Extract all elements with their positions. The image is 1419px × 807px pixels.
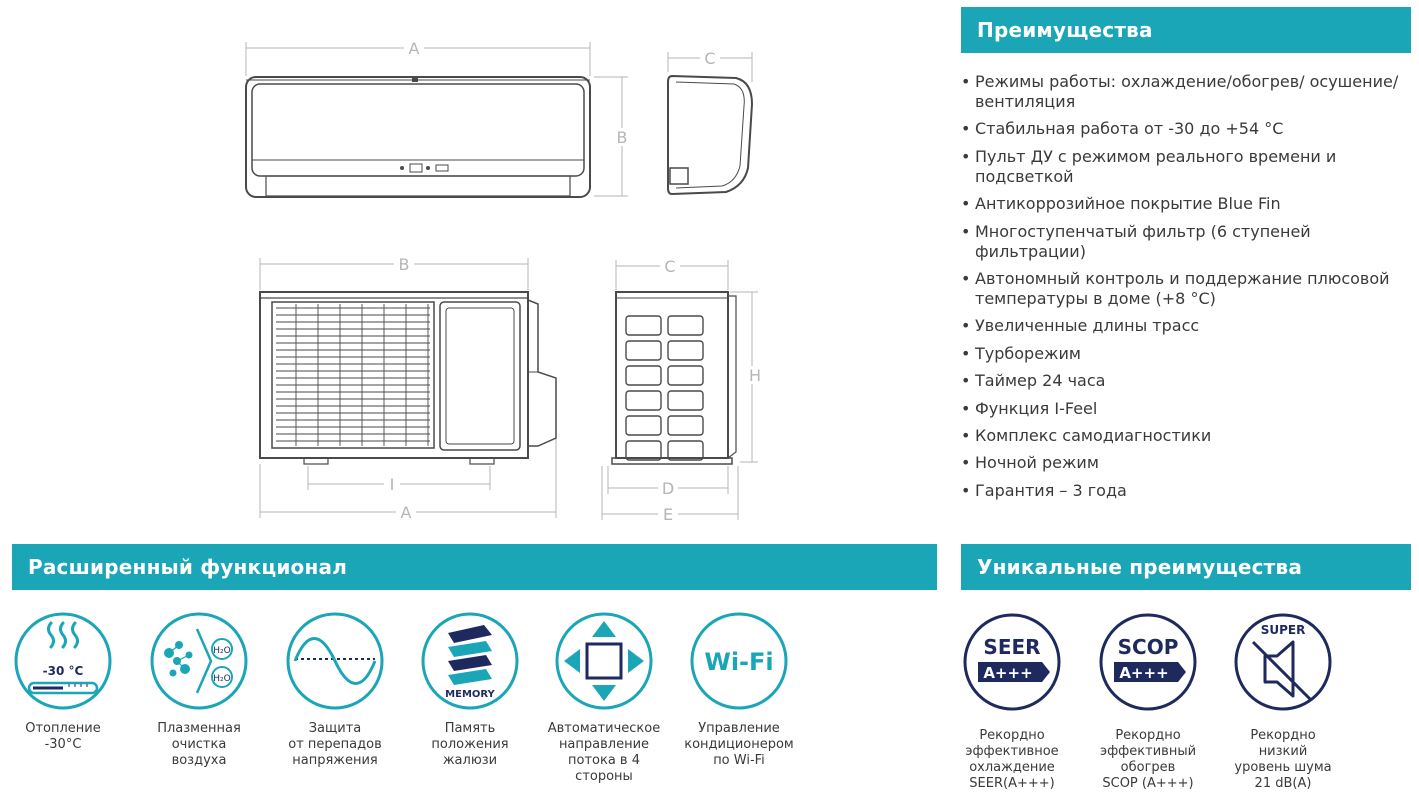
feature-caption: Память положения жалюзи xyxy=(431,721,509,768)
wifi-icon-text: Wi-Fi xyxy=(704,648,773,676)
feature-caption: Управление кондиционером по Wi-Fi xyxy=(684,721,794,768)
features-banner: Расширенный функционал xyxy=(12,544,937,590)
dimension-drawings: A B C B I A C H D E xyxy=(245,39,762,524)
advantages-list: Режимы работы: охлаждение/обогрев/ осуше… xyxy=(961,72,1416,508)
advantage-item: Многоступенчатый фильтр (6 ступеней филь… xyxy=(961,222,1416,262)
dim-label-a-indoor: A xyxy=(409,39,420,58)
feature-plasma: H₂O H₂O Плазменная очистка воздуха xyxy=(134,611,264,769)
feature-caption: Защита от перепадов напряжения xyxy=(288,721,382,768)
super-silent-icon: SUPER xyxy=(1234,613,1332,711)
seer-icon-sub: A+++ xyxy=(983,664,1032,682)
airflow-4way-icon xyxy=(555,612,653,710)
scop-icon: SCOP A+++ xyxy=(1099,613,1197,711)
unique-banner: Уникальные преимущества xyxy=(961,544,1411,590)
dim-label-i-outdoor: I xyxy=(390,475,395,494)
dim-label-e-outdoor: E xyxy=(663,505,673,524)
super-icon-text: SUPER xyxy=(1261,623,1306,637)
plasma-icon-text-1: H₂O xyxy=(213,646,230,656)
unique-caption: Рекордно эффективный обогрев SCOP (A+++) xyxy=(1099,728,1197,791)
feature-memory: MEMORY Память положения жалюзи xyxy=(405,611,535,769)
dim-label-d-outdoor: D xyxy=(662,479,674,498)
advantage-item: Режимы работы: охлаждение/обогрев/ осуше… xyxy=(961,72,1416,112)
advantage-item: Пульт ДУ с режимом реального времени и п… xyxy=(961,147,1416,187)
unique-scop: SCOP A+++ Рекордно эффективный обогрев S… xyxy=(1083,612,1213,792)
outdoor-unit-side xyxy=(611,291,737,465)
dim-label-c-outdoor: C xyxy=(664,257,675,276)
dim-label-h-outdoor: H xyxy=(749,366,761,385)
feature-heating: -30 °C Отопление -30°C xyxy=(0,611,128,753)
unique-seer: SEER A+++ Рекордно эффективное охлаждени… xyxy=(947,612,1077,792)
indoor-unit-front xyxy=(245,76,591,198)
feature-airflow: Автоматическое направление потока в 4 ст… xyxy=(539,611,669,785)
feature-voltage: Защита от перепадов напряжения xyxy=(270,611,400,769)
heating-icon-text: -30 °C xyxy=(43,664,84,678)
advantage-item: Комплекс самодиагностики xyxy=(961,426,1416,446)
memory-icon: MEMORY xyxy=(421,612,519,710)
seer-icon-text: SEER xyxy=(983,635,1040,659)
unique-silent: SUPER Рекордно низкий уровень шума 21 dB… xyxy=(1218,612,1348,792)
dim-label-a-outdoor: A xyxy=(401,503,412,522)
advantage-item: Антикоррозийное покрытие Blue Fin xyxy=(961,194,1416,214)
advantages-title: Преимущества xyxy=(977,18,1153,42)
features-title: Расширенный функционал xyxy=(28,555,348,579)
seer-icon: SEER A+++ xyxy=(963,613,1061,711)
plasma-icon-text-2: H₂O xyxy=(213,674,230,684)
advantage-item: Автономный контроль и поддержание плюсов… xyxy=(961,269,1416,309)
plasma-icon: H₂O H₂O xyxy=(150,612,248,710)
unique-title: Уникальные преимущества xyxy=(977,555,1303,579)
voltage-icon xyxy=(286,612,384,710)
unique-caption: Рекордно низкий уровень шума 21 dB(A) xyxy=(1234,728,1332,791)
feature-caption: Автоматическое направление потока в 4 ст… xyxy=(547,721,661,784)
advantage-item: Функция I-Feel xyxy=(961,399,1416,419)
outdoor-unit-front xyxy=(259,291,557,465)
advantage-item: Турборежим xyxy=(961,344,1416,364)
unique-caption: Рекордно эффективное охлаждение SEER(A++… xyxy=(965,728,1059,791)
feature-wifi: Wi-Fi Управление кондиционером по Wi-Fi xyxy=(674,611,804,769)
scop-icon-sub: A+++ xyxy=(1119,664,1168,682)
feature-caption: Отопление -30°C xyxy=(25,721,101,752)
wifi-icon: Wi-Fi xyxy=(690,612,788,710)
advantage-item: Стабильная работа от -30 до +54 °C xyxy=(961,119,1416,139)
memory-icon-text: MEMORY xyxy=(445,689,495,700)
scop-icon-text: SCOP xyxy=(1118,635,1179,659)
feature-caption: Плазменная очистка воздуха xyxy=(157,721,241,768)
advantage-item: Гарантия – 3 года xyxy=(961,481,1416,501)
heating-icon: -30 °C xyxy=(14,612,112,710)
advantage-item: Увеличенные длины трасс xyxy=(961,316,1416,336)
dim-label-b-indoor: B xyxy=(617,128,628,147)
advantage-item: Таймер 24 часа xyxy=(961,371,1416,391)
dim-label-b-outdoor: B xyxy=(399,255,410,274)
advantage-item: Ночной режим xyxy=(961,453,1416,473)
dim-label-c-indoor: C xyxy=(704,49,715,68)
indoor-unit-side xyxy=(667,74,754,196)
advantages-banner: Преимущества xyxy=(961,7,1411,53)
